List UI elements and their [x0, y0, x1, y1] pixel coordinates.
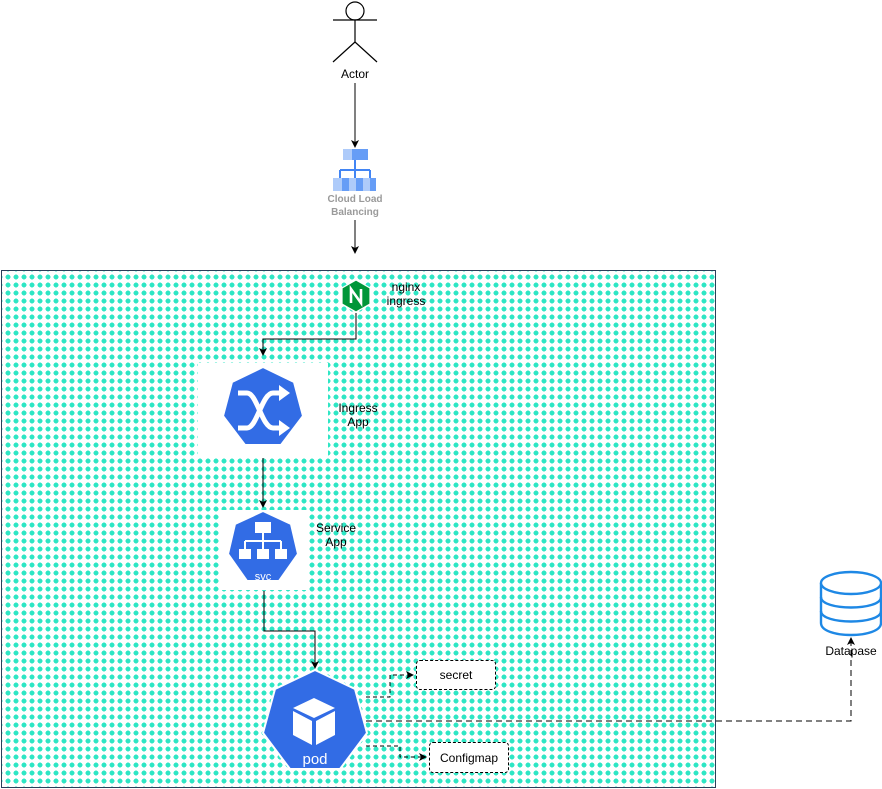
cloud-load-balancing-icon[interactable] [333, 149, 376, 191]
cloud-lb-label: Cloud Load Balancing [315, 193, 395, 219]
edge-pod-to-database [366, 637, 855, 722]
cloud-lb-label-line1: Cloud Load [327, 194, 383, 205]
ingress-icon[interactable] [221, 365, 305, 446]
service-app-label: Service App [306, 521, 366, 549]
service-app-label-line2: App [325, 535, 347, 549]
ingress-app-label: Ingress App [328, 401, 388, 429]
edge-pod-to-configmap [366, 745, 427, 761]
edge-svc-to-pod [263, 591, 319, 669]
svc-icon-text: svc [254, 571, 272, 583]
kubernetes-cluster [1, 270, 716, 788]
configmap-box[interactable]: Configmap [429, 742, 509, 773]
edge-nginx-to-ingress [259, 313, 357, 356]
actor-label: Actor [340, 67, 369, 81]
edge-pod-to-secret [366, 671, 414, 698]
nginx-label-line1: nginx [391, 280, 421, 294]
pod-icon[interactable] [261, 668, 369, 770]
nginx-icon[interactable] [341, 279, 371, 313]
database-label: Datapase [825, 644, 877, 658]
database-icon[interactable] [819, 570, 882, 637]
nginx-label-line2: ingress [386, 294, 426, 308]
actor-figure[interactable] [332, 1, 378, 63]
nginx-label: nginx ingress [376, 280, 436, 308]
ingress-app-label-line2: App [347, 415, 369, 429]
configmap-label: Configmap [439, 750, 499, 765]
cloud-lb-label-line2: Balancing [331, 207, 379, 218]
svc-icon[interactable] [226, 509, 300, 582]
pod-icon-text: pod [302, 751, 328, 768]
secret-label: secret [439, 668, 473, 682]
ingress-app-label-line1: Ingress [338, 401, 378, 415]
secret-box[interactable]: secret [416, 660, 496, 690]
service-app-label-line1: Service [315, 521, 356, 535]
